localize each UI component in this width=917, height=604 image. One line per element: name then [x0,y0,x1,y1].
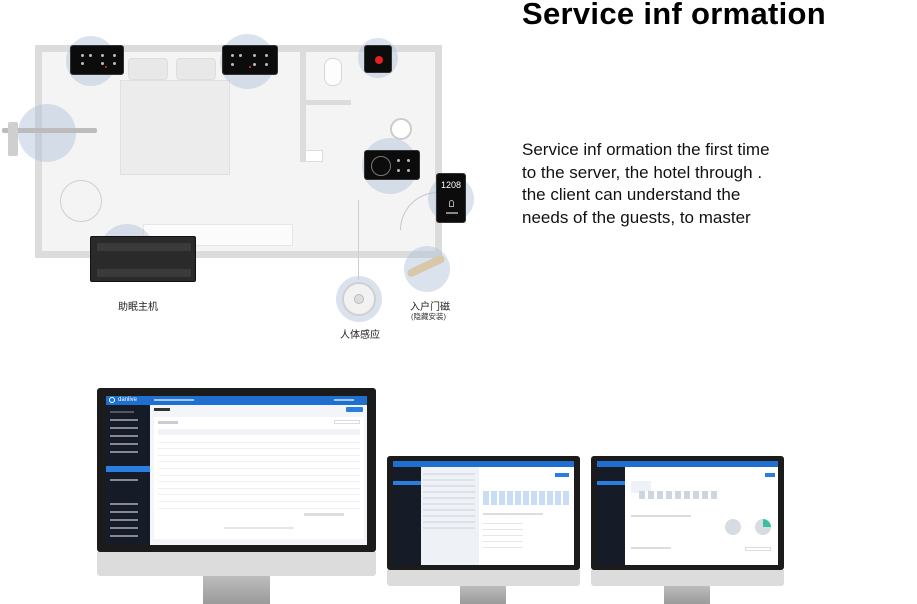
add-button [346,407,363,412]
ceiling-lamp-icon [390,118,412,140]
room-detail [479,467,574,565]
switch-panel [70,45,124,75]
monitor-stand [664,586,710,604]
stats-panel [625,467,778,565]
right-monitor [591,456,784,570]
switch-panel [222,45,278,75]
app-name: danlive [118,397,138,403]
medium-monitor [387,456,580,570]
right-monitor-screen [597,461,778,565]
curtain-motor-end [8,122,18,156]
pillow [176,58,216,80]
app-sidebar [106,405,150,545]
floor-plan-wall [306,100,351,105]
description: Service inf ormation the first time to t… [522,139,822,229]
room-grid [483,491,569,505]
room-list [421,467,479,565]
bell-icon [449,200,454,207]
app-topbar: danlive [106,396,367,405]
thermostat-panel [364,150,420,180]
sidebar-active-item [106,466,150,472]
fixture [305,150,323,162]
pie-chart-icon [725,519,741,535]
curtain-motor-icon [2,128,97,133]
toilet-icon [324,58,342,86]
monitor-chin [97,552,376,576]
app-sidebar [597,467,625,565]
description-line: to the server, the hotel through . [522,162,763,182]
monitor-chin [387,570,580,586]
table-header [158,429,360,435]
description-line: needs of the guests, to master [522,207,751,227]
app-sidebar [393,467,421,565]
description-line: Service inf ormation the first time [522,140,770,159]
description-line: the client can understand the [522,185,741,204]
chair-outline [60,180,102,222]
large-monitor-screen: danlive [106,396,367,545]
large-monitor: danlive [97,388,376,552]
connector-line [358,200,359,280]
medium-monitor-screen [393,461,574,565]
human-sensor-label: 人体感应 [340,330,380,341]
monitor-stand [203,576,270,604]
search-input [334,420,360,424]
app-logo-icon [109,397,115,403]
pagination [304,513,344,516]
floor-plan-wall [300,52,306,162]
table-body [158,436,360,509]
sleep-host-device [90,236,196,282]
door-magnet-label: 入户门磁 [410,302,450,313]
doorbell-panel: 1208 [436,173,466,223]
monitor-chin [591,570,784,586]
app-content [150,405,367,545]
doorbell-time: 1208 [441,180,462,190]
device-halo [18,104,76,162]
sleep-host-label: 助眠主机 [118,302,158,313]
monitor-stand [460,586,506,604]
page-title: Service inf ormation [522,0,827,31]
pillow [128,58,168,80]
data-table [154,417,364,539]
human-sensor-device [342,282,376,316]
bed-outline [120,80,230,175]
pie-chart-icon [755,519,771,535]
door-magnet-note: (隐藏安装) [411,312,446,321]
do-not-disturb-button [364,45,392,73]
